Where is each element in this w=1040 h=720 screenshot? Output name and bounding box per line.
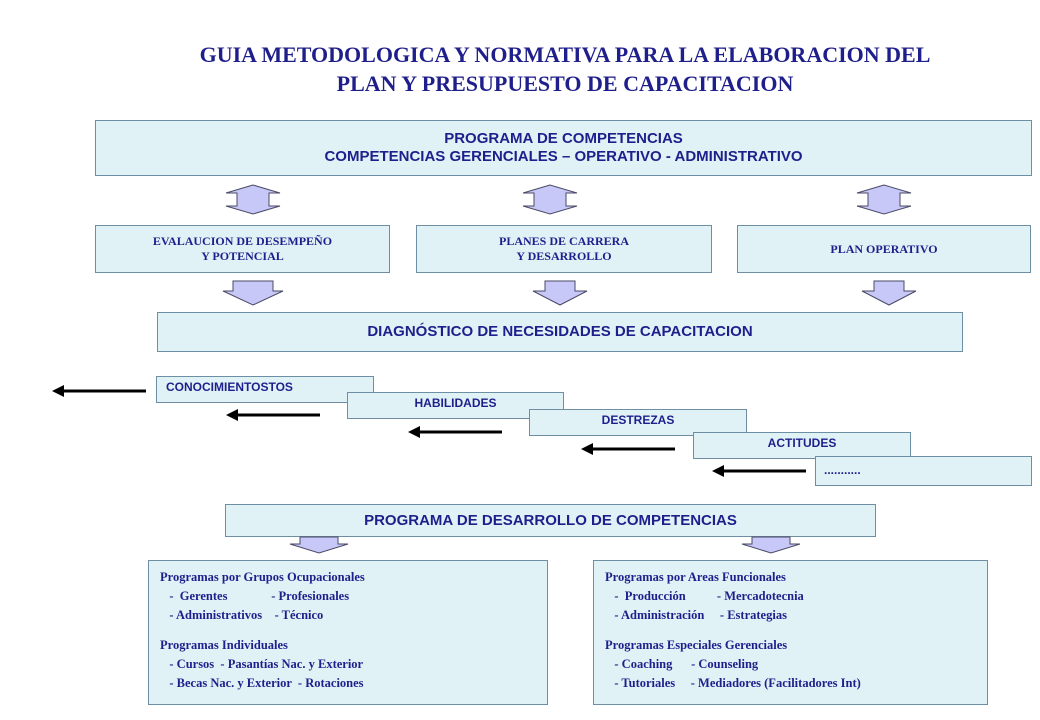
more-label: ........... xyxy=(824,463,861,477)
special-programs-heading: Programas Especiales Gerenciales xyxy=(605,638,788,652)
special-programs-line-1: - Coaching - Counseling xyxy=(605,657,759,671)
operative-plan-label: PLAN OPERATIVO xyxy=(830,241,938,256)
left-arrow-4 xyxy=(581,443,675,455)
left-arrow-3 xyxy=(408,426,502,438)
competency-development-label: PROGRAMA DE DESARROLLO DE COMPETENCIAS xyxy=(364,511,737,529)
competency-program-box: PROGRAMA DE COMPETENCIAS COMPETENCIAS GE… xyxy=(95,120,1032,176)
down-arrow-left xyxy=(222,280,284,306)
knowledge-tag: CONOCIMIENTOSTOS xyxy=(156,376,374,403)
performance-evaluation-box: EVALAUCION DE DESEMPEÑO Y POTENCIAL xyxy=(95,225,390,273)
operative-plan-box: PLAN OPERATIVO xyxy=(737,225,1031,273)
attitudes-tag: ACTITUDES xyxy=(693,432,911,459)
title-line-1: GUIA METODOLOGICA Y NORMATIVA PARA LA EL… xyxy=(199,42,931,67)
functional-programs-box: Programas por Areas Funcionales - Produc… xyxy=(593,560,988,705)
down-arrow-right xyxy=(861,280,917,306)
down-arrow-center xyxy=(532,280,588,306)
page-title: GUIA METODOLOGICA Y NORMATIVA PARA LA EL… xyxy=(0,40,1040,98)
left-arrow-1 xyxy=(52,385,146,397)
dexterity-tag: DESTREZAS xyxy=(529,409,747,436)
competency-development-box: PROGRAMA DE DESARROLLO DE COMPETENCIAS xyxy=(225,504,876,537)
special-programs-line-2: - Tutoriales - Mediadores (Facilitadores… xyxy=(605,676,861,690)
training-needs-diagnosis-label: DIAGNÓSTICO DE NECESIDADES DE CAPACITACI… xyxy=(367,323,753,340)
occupational-programs-box: Programas por Grupos Ocupacionales - Ger… xyxy=(148,560,548,705)
attitudes-label: ACTITUDES xyxy=(767,436,837,450)
more-tag: ........... xyxy=(815,456,1032,486)
occupational-groups-heading: Programas por Grupos Ocupacionales xyxy=(160,570,365,584)
double-arrow-right xyxy=(856,184,912,215)
knowledge-label: CONOCIMIENTOSTOS xyxy=(166,380,293,394)
occupational-groups-line-1: - Gerentes - Profesionales xyxy=(160,589,350,603)
performance-evaluation-line-2: Y POTENCIAL xyxy=(201,249,284,263)
occupational-groups-line-2: - Administrativos - Técnico xyxy=(160,608,324,622)
double-arrow-left xyxy=(225,184,281,215)
left-arrow-5 xyxy=(712,465,806,477)
title-line-2: PLAN Y PRESUPUESTO DE CAPACITACION xyxy=(336,71,794,96)
career-plans-line-1: PLANES DE CARRERA xyxy=(498,234,629,248)
training-needs-diagnosis-box: DIAGNÓSTICO DE NECESIDADES DE CAPACITACI… xyxy=(157,312,963,352)
career-plans-line-2: Y DESARROLLO xyxy=(516,249,612,263)
individual-programs-line-2: - Becas Nac. y Exterior - Rotaciones xyxy=(160,676,364,690)
individual-programs-heading: Programas Individuales xyxy=(160,638,288,652)
individual-programs-line-1: - Cursos - Pasantías Nac. y Exterior xyxy=(160,657,364,671)
functional-areas-heading: Programas por Areas Funcionales xyxy=(605,570,786,584)
performance-evaluation-line-1: EVALAUCION DE DESEMPEÑO xyxy=(152,234,333,248)
functional-areas-line-1: - Producción - Mercadotecnia xyxy=(605,589,804,603)
skills-label: HABILIDADES xyxy=(414,396,497,410)
left-arrow-2 xyxy=(226,409,320,421)
dexterity-label: DESTREZAS xyxy=(601,413,675,427)
skills-tag: HABILIDADES xyxy=(347,392,564,419)
functional-areas-line-2: - Administración - Estrategias xyxy=(605,608,787,622)
down-arrow-functional xyxy=(741,536,801,554)
down-arrow-occupational xyxy=(289,536,349,554)
double-arrow-center xyxy=(522,184,578,215)
career-plans-box: PLANES DE CARRERA Y DESARROLLO xyxy=(416,225,712,273)
competency-program-line-1: PROGRAMA DE COMPETENCIAS xyxy=(444,130,683,147)
competency-program-line-2: COMPETENCIAS GERENCIALES – OPERATIVO - A… xyxy=(324,148,803,165)
